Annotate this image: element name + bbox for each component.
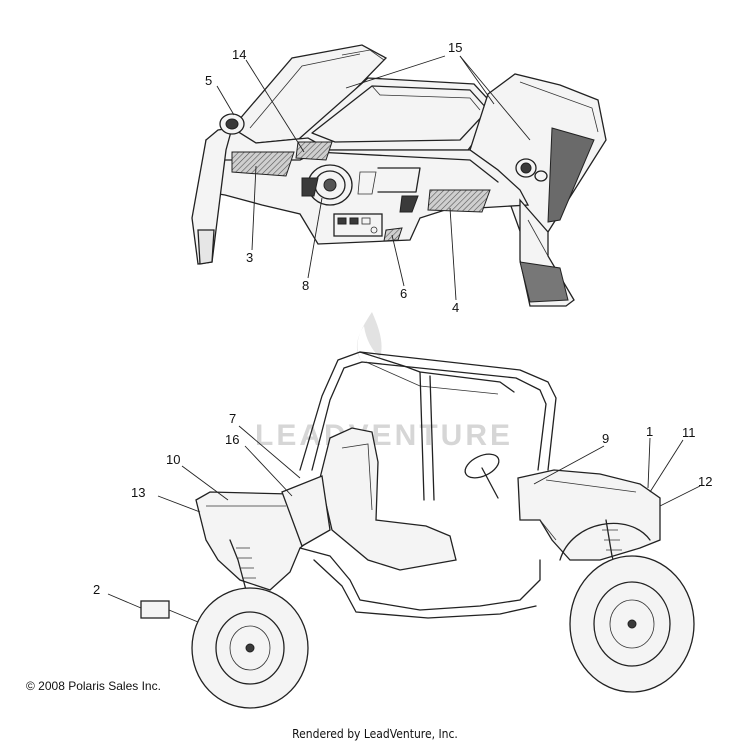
callout-4: 4 bbox=[452, 300, 459, 315]
callout-8: 8 bbox=[302, 278, 309, 293]
callout-9: 9 bbox=[602, 431, 609, 446]
callout-3: 3 bbox=[246, 250, 253, 265]
callout-labels: 5 14 15 3 8 6 4 7 16 10 13 2 9 1 11 12 bbox=[93, 40, 712, 597]
callout-11: 11 bbox=[682, 425, 696, 440]
callout-12: 12 bbox=[698, 474, 712, 489]
watermark: LEADVENTURE bbox=[255, 312, 513, 452]
callout-7: 7 bbox=[229, 411, 236, 426]
rear-wheel bbox=[191, 587, 309, 709]
top-callout-leaders bbox=[216, 55, 531, 301]
callout-14: 14 bbox=[232, 47, 246, 62]
callout-10: 10 bbox=[166, 452, 180, 467]
bottom-callout-leaders bbox=[107, 425, 701, 623]
decal-rectangle bbox=[140, 600, 170, 619]
vehicle-side-view bbox=[140, 351, 695, 709]
callout-2: 2 bbox=[93, 582, 100, 597]
callout-13: 13 bbox=[131, 485, 145, 500]
callout-15: 15 bbox=[448, 40, 462, 55]
callout-16: 16 bbox=[225, 432, 239, 447]
copyright-text: © 2008 Polaris Sales Inc. bbox=[26, 679, 161, 693]
watermark-flame-icon bbox=[356, 312, 382, 362]
front-wheel bbox=[569, 555, 695, 693]
callout-6: 6 bbox=[400, 286, 407, 301]
callout-1: 1 bbox=[646, 424, 653, 439]
callout-5: 5 bbox=[205, 73, 212, 88]
dashboard-assembly bbox=[191, 44, 607, 307]
watermark-text: LEADVENTURE bbox=[255, 419, 513, 452]
rendered-by-text: Rendered by LeadVenture, Inc. bbox=[292, 727, 458, 741]
